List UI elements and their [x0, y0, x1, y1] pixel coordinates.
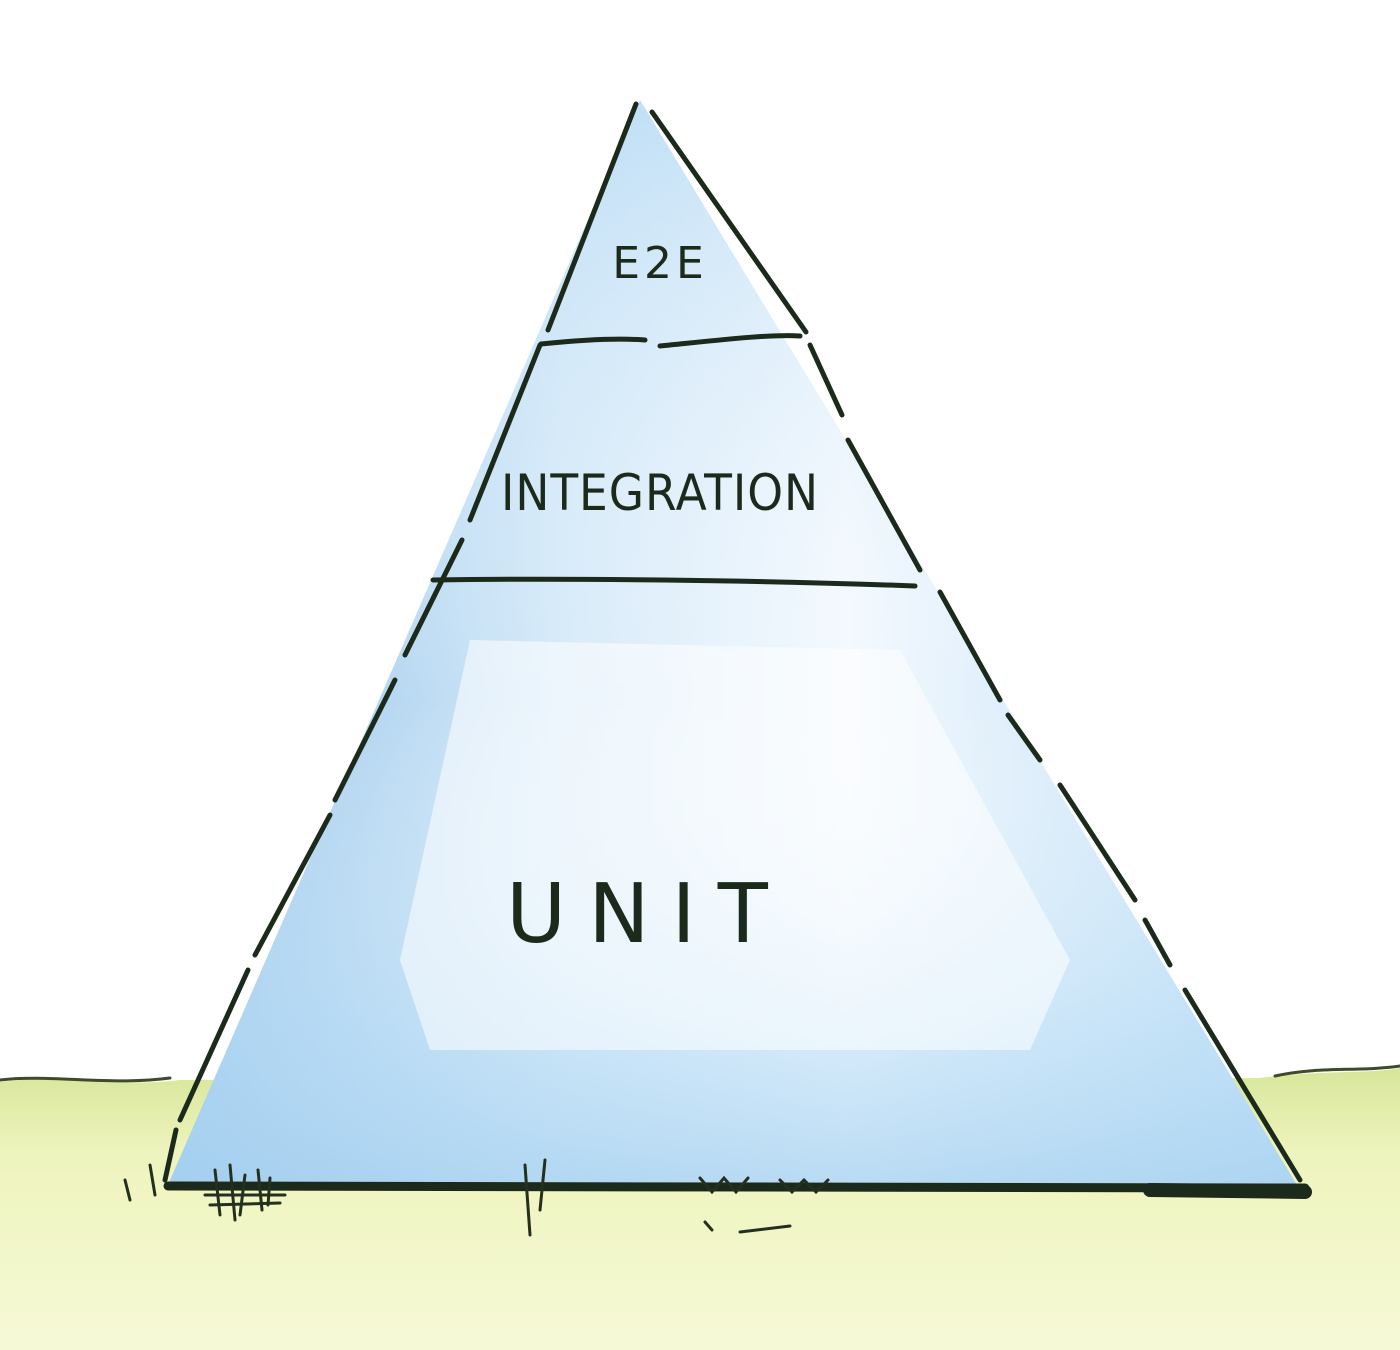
pyramid-highlight [400, 640, 1070, 1050]
tier-dividers [430, 333, 918, 589]
tier-label-integration: INTEGRATION [501, 464, 819, 522]
divider-integration-unit [430, 576, 918, 589]
tier-label-unit: UNIT [506, 867, 790, 962]
divider-e2e-integration-right [657, 333, 803, 349]
ground-edge [0, 1064, 1400, 1083]
tier-label-e2e: E2E [612, 238, 708, 289]
divider-e2e-integration [538, 336, 648, 347]
pyramid-left-edge [162, 101, 639, 1183]
pyramid-base [163, 1181, 1312, 1199]
pyramid-right-edge [649, 109, 1303, 1183]
grass-scribbles [123, 1158, 830, 1237]
